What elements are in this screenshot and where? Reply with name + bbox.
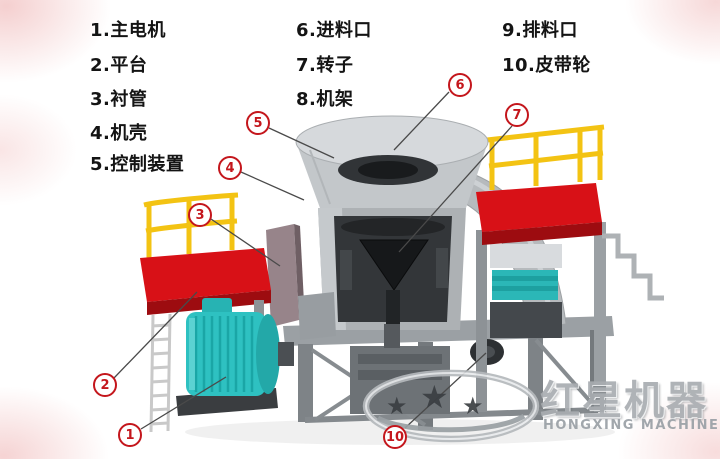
leader-line-7	[398, 125, 513, 253]
brand-logo-ellipse: ★ ★ ★	[362, 369, 540, 443]
right-railing	[486, 124, 605, 190]
callout-4: 4	[218, 156, 242, 180]
callout-2: 2	[93, 373, 117, 397]
leader-line-3	[210, 218, 281, 267]
main-motor	[186, 298, 294, 396]
callout-6: 6	[448, 73, 472, 97]
star-icon: ★	[386, 392, 408, 420]
legend-item-rotor: 7.转子	[296, 55, 354, 76]
brand-watermark: ★ ★ ★ 红星机器 HONGXING MACHINERY	[356, 360, 720, 454]
legend-item-control-device: 5.控制装置	[90, 154, 185, 175]
callout-10: 10	[383, 425, 407, 449]
callout-7: 7	[505, 103, 529, 127]
right-stairs	[602, 233, 664, 301]
star-icon: ★	[462, 392, 484, 420]
left-railing	[143, 192, 239, 258]
main-body	[318, 208, 466, 330]
control-cabinet	[490, 244, 562, 338]
leader-line-6	[393, 91, 450, 151]
main-shaft	[384, 324, 400, 348]
callout-1: 1	[118, 423, 142, 447]
star-icon: ★	[420, 378, 449, 416]
leader-line-10	[404, 352, 487, 429]
legend-item-feed-inlet: 6.进料口	[296, 20, 372, 41]
legend-item-discharge: 9.排料口	[502, 20, 578, 41]
legend-item-platform: 2.平台	[90, 55, 148, 76]
leader-line-4	[240, 171, 305, 201]
callout-3: 3	[188, 203, 212, 227]
brand-name-en: HONGXING MACHINERY	[543, 418, 720, 433]
rotor	[359, 239, 429, 291]
leader-lines	[113, 91, 513, 430]
side-box	[298, 292, 336, 340]
leader-line-2	[113, 291, 198, 379]
leader-line-5	[268, 127, 335, 159]
feed-hopper	[295, 115, 489, 208]
brand-name-cn: 红星机器	[540, 378, 708, 424]
legend-item-liner-pipe: 3.衬管	[90, 89, 148, 110]
legend-item-main-motor: 1.主电机	[90, 20, 166, 41]
legend-item-casing: 4.机壳	[90, 123, 148, 144]
logo-swoosh	[376, 413, 526, 433]
legend-item-belt-pulley: 10.皮带轮	[502, 55, 591, 76]
leader-line-1	[140, 376, 227, 430]
right-platform	[476, 183, 602, 245]
callout-5: 5	[246, 111, 270, 135]
right-columns	[476, 222, 606, 412]
legend-item-frame: 8.机架	[296, 89, 354, 110]
left-ladder	[149, 313, 172, 433]
